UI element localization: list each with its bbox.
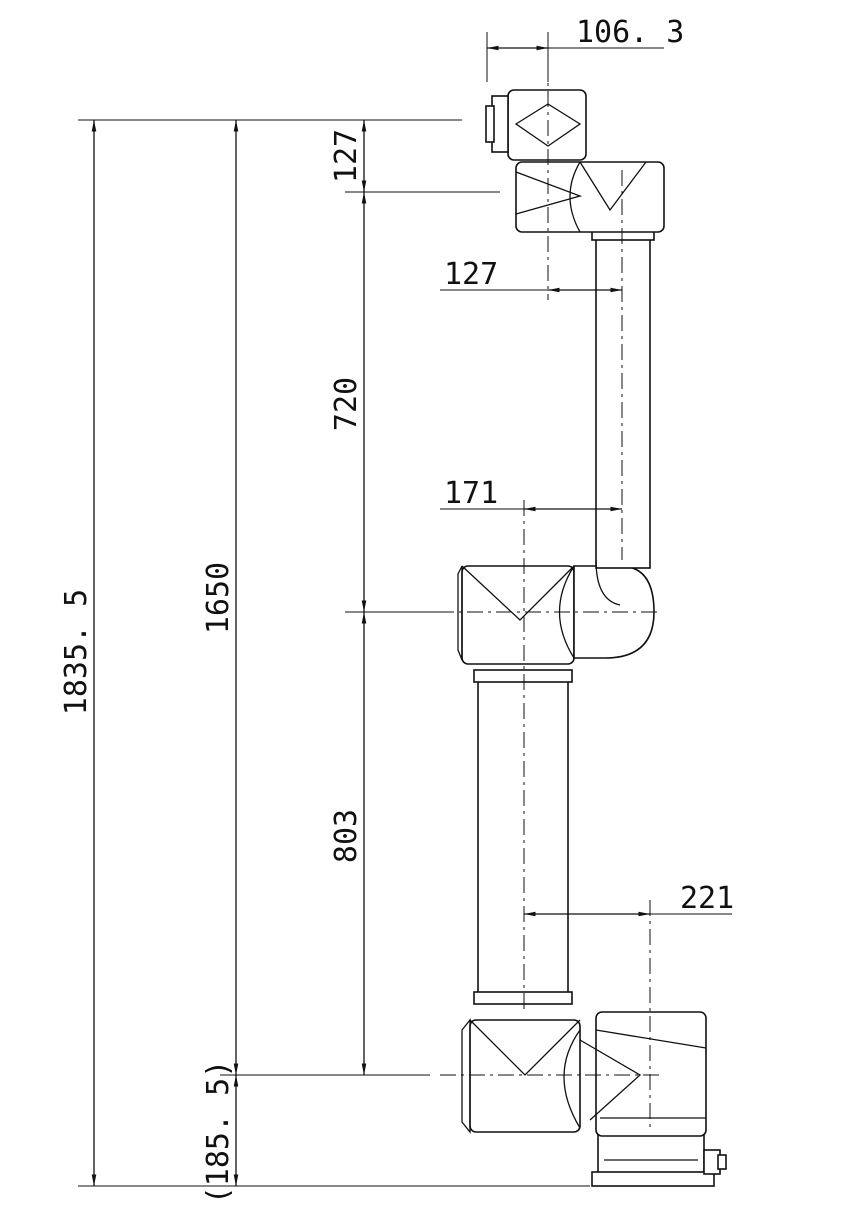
reach-height-label: 1650 xyxy=(201,562,236,634)
wrist-offset-label: 127 xyxy=(444,257,498,292)
dimension-wrist-height: 127 xyxy=(329,119,367,192)
wrist-1-joint xyxy=(485,89,587,161)
extension-lines xyxy=(78,32,590,1187)
elbow-joint xyxy=(457,565,655,665)
dimension-shoulder-offset: 221 xyxy=(524,881,734,917)
upper-arm xyxy=(473,669,573,1005)
dimension-elbow-offset: 171 xyxy=(440,476,622,512)
wrist-height-label: 127 xyxy=(329,129,364,183)
upper-arm-label: 803 xyxy=(329,809,364,863)
tool-offset-label: 106. 3 xyxy=(576,15,684,50)
dimension-forearm: 720 xyxy=(329,192,367,612)
forearm xyxy=(591,227,655,606)
base-height-label: (185. 5) xyxy=(201,1060,236,1205)
dimension-reach-height: 1650 xyxy=(201,119,239,1075)
forearm-label: 720 xyxy=(329,377,364,431)
shoulder-joint xyxy=(461,1011,707,1137)
dimension-wrist-offset: 127 xyxy=(440,257,622,293)
dimension-tool-offset: 106. 3 xyxy=(487,15,684,51)
dimension-total-height: 1835. 5 xyxy=(59,119,97,1186)
dimension-upper-arm: 803 xyxy=(329,612,367,1075)
dimension-base-height: (185. 5) xyxy=(201,1060,239,1205)
shoulder-offset-label: 221 xyxy=(680,881,734,916)
wrist-2-joint xyxy=(515,161,665,233)
total-height-label: 1835. 5 xyxy=(59,589,94,715)
robot-arm xyxy=(360,62,727,1187)
base-flange xyxy=(591,1134,727,1187)
elbow-offset-label: 171 xyxy=(444,476,498,511)
